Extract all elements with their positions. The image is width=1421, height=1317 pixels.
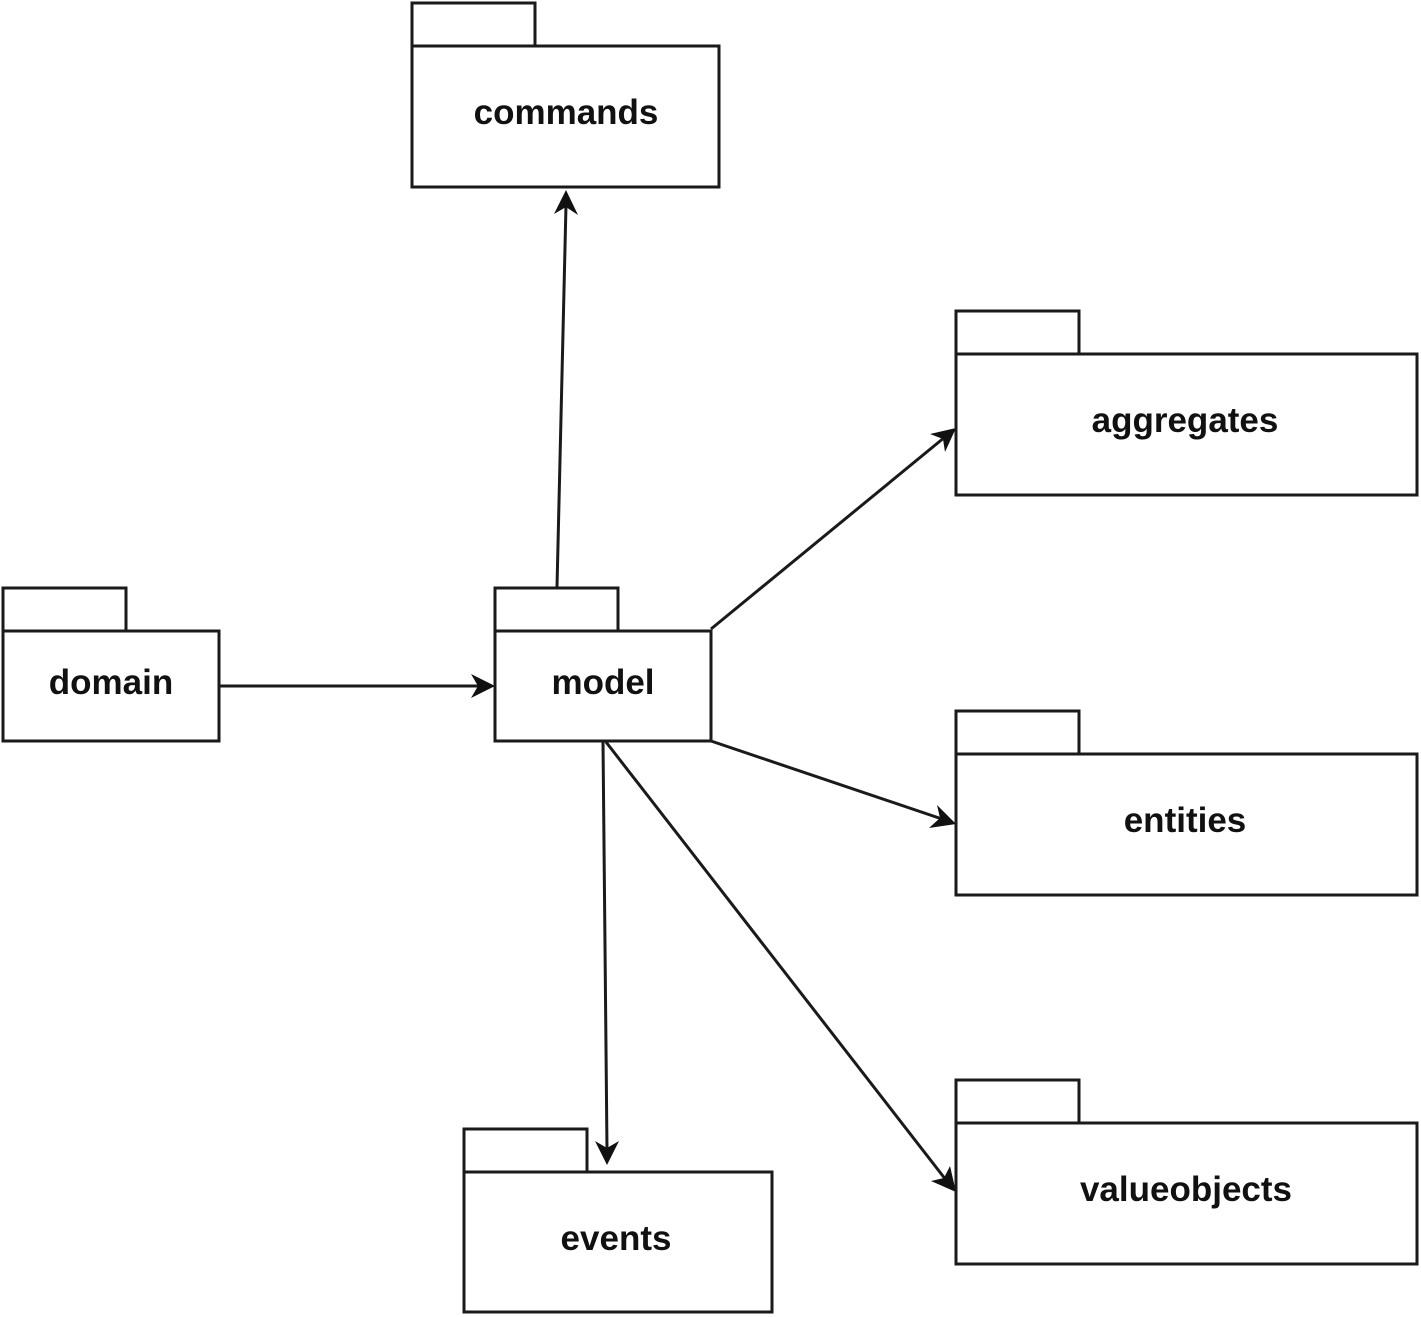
package-label: entities xyxy=(1124,801,1247,840)
package-aggregates[interactable]: aggregates xyxy=(954,309,1419,497)
package-domain[interactable]: domain xyxy=(1,586,221,743)
arrow-head xyxy=(595,1141,619,1165)
arrow-model-to-events xyxy=(595,741,619,1165)
package-label: model xyxy=(551,663,654,702)
package-label: domain xyxy=(49,663,173,702)
package-label: commands xyxy=(474,93,659,132)
package-commands[interactable]: commands xyxy=(410,1,721,189)
arrow-head xyxy=(471,674,495,698)
arrow-model-to-valueobjects xyxy=(604,741,956,1192)
arrow-model-to-commands xyxy=(554,190,578,588)
package-label: events xyxy=(561,1219,672,1258)
dependency-arrows xyxy=(219,190,956,1192)
package-entities[interactable]: entities xyxy=(954,709,1419,897)
arrow-model-to-entities xyxy=(710,739,956,828)
arrow-head xyxy=(929,805,956,828)
package-label: aggregates xyxy=(1092,401,1279,440)
package-valueobjects[interactable]: valueobjects xyxy=(954,1078,1419,1266)
arrow-domain-to-model xyxy=(219,674,495,698)
arrow-head xyxy=(930,428,956,452)
arrow-head xyxy=(554,190,578,215)
package-events[interactable]: events xyxy=(462,1127,774,1314)
arrow-head xyxy=(931,1166,956,1192)
arrow-model-to-aggregates xyxy=(710,428,956,631)
package-model[interactable]: model xyxy=(493,586,713,743)
package-label: valueobjects xyxy=(1080,1170,1292,1209)
